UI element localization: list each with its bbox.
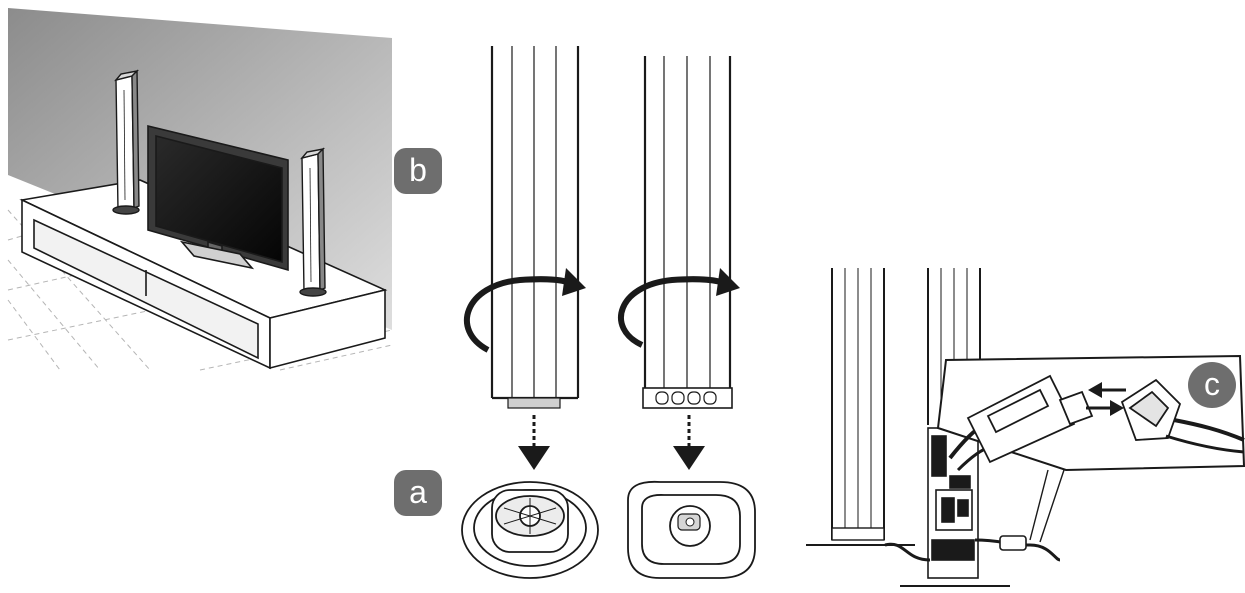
cable-connection-scene — [806, 268, 1245, 587]
rotate-arrow-icon — [463, 268, 586, 353]
speaker-cable — [974, 538, 1061, 562]
step-label-c: c — [1188, 362, 1236, 408]
step-label-a: a — [394, 470, 442, 516]
right-speaker — [299, 147, 327, 297]
base-1 — [461, 481, 599, 579]
left-speaker — [112, 69, 140, 215]
pillar-1 — [490, 46, 580, 409]
connector-arrow-icon — [1086, 382, 1126, 416]
room-scene — [7, 8, 393, 371]
connector-callout — [936, 354, 1245, 472]
pillar-1-assembly — [461, 46, 599, 579]
rotate-arrow-icon — [618, 268, 740, 348]
pillar-2-assembly — [618, 56, 756, 579]
step-label-b: b — [394, 148, 442, 194]
plug-female — [1120, 378, 1245, 454]
base-2 — [627, 480, 756, 579]
down-arrow-icon — [518, 415, 550, 470]
down-arrow-icon — [673, 415, 705, 470]
plug-male — [966, 374, 1094, 464]
power-cable — [884, 542, 931, 562]
pillar-2 — [642, 56, 733, 409]
pillar-left — [806, 268, 915, 546]
plug-small — [999, 535, 1027, 551]
television — [147, 124, 289, 272]
